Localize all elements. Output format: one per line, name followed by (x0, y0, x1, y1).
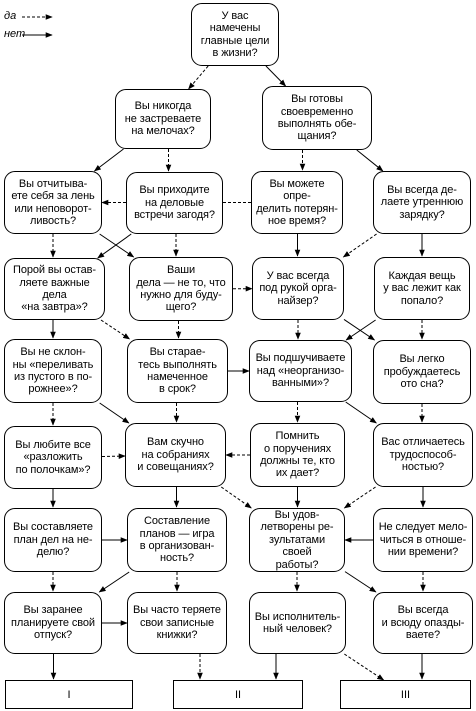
question-node-24: Вы заранее планируете свой отпуск? (4, 592, 102, 654)
question-node-6: Вы можете опре- делить потерян- ное врем… (251, 171, 343, 234)
connector-q17-to-q22 (220, 486, 252, 509)
legend-no-label: нет (4, 28, 26, 40)
question-node-8: Порой вы остав- ляете важные дела «на за… (4, 258, 105, 320)
question-node-5: Вы приходите на деловые встречи загодя? (126, 172, 223, 234)
question-node-3: Вы готовы своевременно выполнять обе- ща… (262, 86, 372, 150)
question-node-7: Вы всегда де- лаете утреннюю зарядку? (373, 171, 471, 234)
connector-q14-to-q19 (345, 401, 377, 424)
connector-q7-to-q10 (342, 233, 377, 258)
connector-q2-to-q4 (93, 148, 124, 172)
question-node-19: Вас отличаетесь трудоспособ- ностью? (373, 423, 473, 487)
question-node-16: Вы любите все «разложить по полочкам»? (4, 426, 102, 489)
outcome-box-iii: III (340, 680, 471, 709)
question-node-12: Вы не склон- ны «переливать из пустого в… (4, 339, 102, 403)
connector-q8-to-q13 (100, 319, 131, 340)
question-node-21: Составление планов — игра в организован-… (127, 508, 227, 572)
connector-q3-to-q7 (356, 149, 384, 172)
connector-q21-to-q24 (98, 571, 130, 593)
connector-q1-to-q2 (188, 65, 209, 90)
question-node-9: Ваши дела — не то, что нужно для буду- щ… (129, 257, 233, 321)
connector-q5-to-q8 (97, 233, 132, 259)
outcome-box-ii: II (173, 680, 303, 709)
question-node-13: Вы старае- тесь выполнять намеченное в с… (127, 339, 228, 403)
question-node-11: Каждая вещь у вас лежит как попало? (374, 257, 470, 320)
connector-q11-to-q14 (345, 319, 376, 341)
connector-q4-to-q9 (99, 233, 135, 258)
connector-q26-to-III (344, 653, 385, 681)
question-node-25: Вы часто теряете свои записные книжки? (127, 592, 227, 654)
connector-q10-to-q15 (343, 319, 376, 341)
connector-q22-to-q27 (344, 571, 377, 593)
question-node-18: Помнить о поручениях должны те, кто их д… (250, 423, 345, 487)
question-node-4: Вы отчитыва- ете себя за лень или непово… (4, 171, 102, 234)
question-node-17: Вам скучно на собраниях и совещаниях? (125, 423, 226, 487)
legend-yes-label: да (4, 10, 17, 22)
question-node-20: Вы составляете план дел на не- делю? (4, 508, 102, 572)
connector-q12-to-q17 (99, 402, 130, 424)
connector-q1-to-q3 (265, 65, 287, 87)
question-node-22: Вы удов- летворены ре- зультатами своей … (249, 508, 345, 572)
question-node-1: У вас намечены главные цели в жизни? (191, 3, 279, 66)
question-node-10: У вас всегда под рукой орга- найзер? (252, 257, 344, 320)
question-node-14: Вы подшучиваете над «неорганизо- ванными… (249, 340, 352, 402)
connector-q19-to-q22 (343, 486, 376, 509)
question-node-26: Вы исполнитель- ный человек? (249, 592, 346, 654)
question-node-2: Вы никогда не застреваете на мелочах? (115, 89, 211, 149)
question-node-23: Не следует мело- читься в отноше- нии вр… (373, 508, 473, 572)
outcome-box-i: I (5, 680, 133, 709)
question-node-15: Вы легко пробуждаетесь ото сна? (373, 340, 471, 404)
question-node-27: Вы всегда и всюду опазды- ваете? (373, 592, 473, 654)
